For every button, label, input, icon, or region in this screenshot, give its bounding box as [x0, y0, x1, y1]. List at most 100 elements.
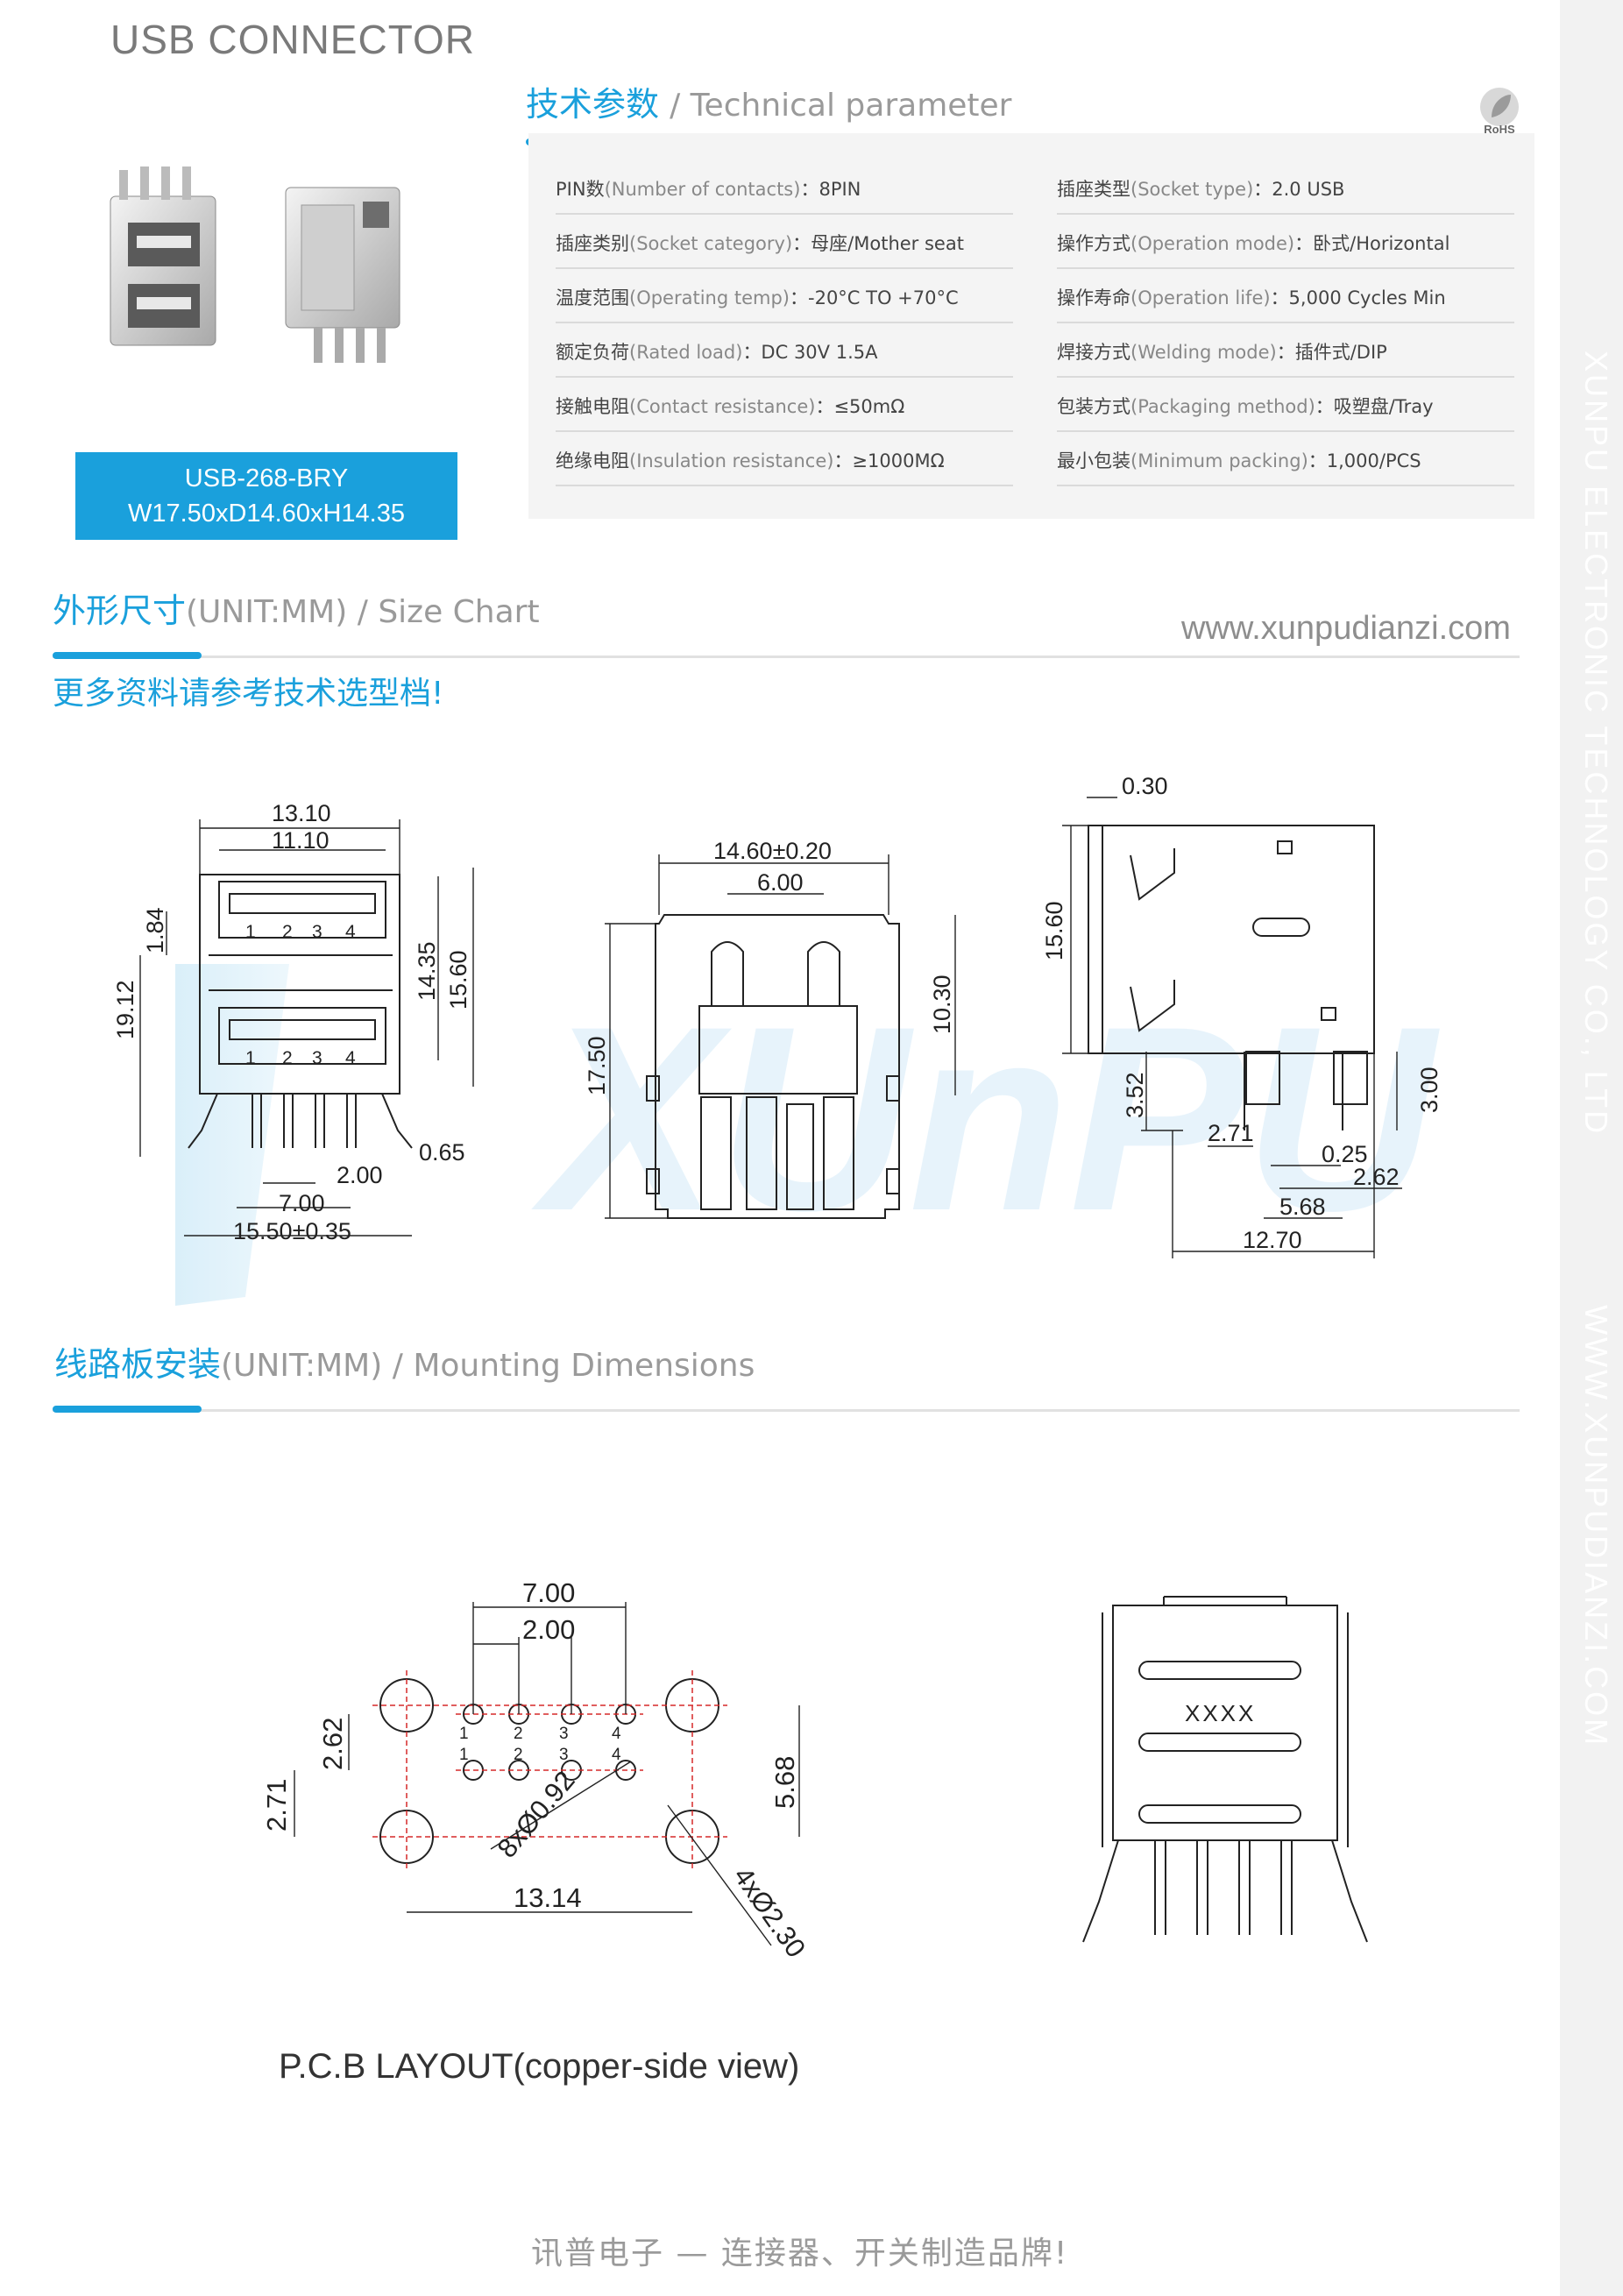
param-value: ：≤50mΩ [815, 396, 905, 417]
pcb-centerlines [372, 1670, 727, 1872]
param-label-cn: 插座类型 [1057, 179, 1130, 200]
pcb-dim-pin-holes: 8xØ0.92 [492, 1765, 581, 1863]
side-company-name: XUNPU ELECTRONIC TECHNOLOGY CO., LTD [1578, 351, 1614, 1137]
param-value: ：-20°C TO +70°C [790, 287, 959, 308]
svg-text:XUnPU: XUnPU [531, 971, 1442, 1265]
pcb-dim-13-14: 13.14 [514, 1882, 582, 1913]
side-banner-text: XUNPU ELECTRONIC TECHNOLOGY CO., LTD WWW… [1577, 351, 1614, 1858]
side-dimension-lines [605, 854, 956, 1219]
dim-0-65: 0.65 [419, 1139, 465, 1166]
svg-text:1: 1 [245, 1048, 256, 1068]
param-row: 焊接方式(Welding mode)：插件式/DIP [1057, 338, 1514, 378]
tech-param-title-cn: 技术参数 [526, 85, 660, 124]
param-row: 额定负荷(Rated load)：DC 30V 1.5A [556, 338, 1013, 378]
svg-text:4: 4 [612, 1725, 621, 1743]
param-value: ：2.0 USB [1253, 179, 1345, 200]
right-dimension-labels: 0.30 15.60 3.52 2.71 0.25 2.62 5.68 12.7… [1041, 773, 1442, 1253]
website-url[interactable]: www.xunpudianzi.com [1181, 610, 1511, 647]
dim-15-60-side: 15.60 [1041, 901, 1067, 960]
pcb-dimension-lines [294, 1602, 800, 1946]
param-label-cn: PIN数 [556, 179, 605, 200]
size-chart-unit: (UNIT:MM) [186, 594, 348, 630]
param-label-en: (Contact resistance) [629, 396, 816, 417]
param-label-en: (Operation life) [1130, 287, 1271, 308]
size-chart-title-cn: 外形尺寸 [53, 592, 187, 630]
dim-3-00: 3.00 [1416, 1067, 1442, 1113]
param-label-cn: 接触电阻 [556, 396, 629, 417]
param-row: 包装方式(Packaging method)：吸塑盘/Tray [1057, 393, 1514, 432]
svg-text:RoHS: RoHS [1484, 123, 1515, 136]
param-label-en: (Operating temp) [629, 287, 790, 308]
size-chart-accent [53, 652, 202, 659]
svg-text:3: 3 [312, 1048, 322, 1068]
param-label-en: (Insulation resistance) [629, 450, 834, 471]
param-label-en: (Welding mode) [1130, 342, 1277, 363]
param-label-en: (Number of contacts) [604, 179, 801, 200]
connector-photo-front [110, 167, 216, 346]
param-label-cn: 操作寿命 [1057, 287, 1130, 308]
mounting-title-cn: 线路板安装 [54, 1345, 222, 1384]
param-row: 插座类型(Socket type)：2.0 USB [1057, 175, 1514, 215]
param-value: ：≥1000MΩ [833, 450, 945, 471]
svg-text:3: 3 [559, 1725, 569, 1743]
pcb-dim-5-68: 5.68 [769, 1756, 800, 1809]
param-label-en: (Packaging method) [1130, 396, 1315, 417]
param-row: 插座类别(Socket category)：母座/Mother seat [556, 230, 1013, 269]
param-label-cn: 包装方式 [1057, 396, 1130, 417]
marking-view-drawing [1082, 1596, 1368, 1943]
pcb-dim-2-71: 2.71 [261, 1779, 292, 1832]
dim-14-60: 14.60±0.20 [713, 838, 832, 864]
svg-text:2: 2 [282, 1048, 293, 1068]
dim-0-30: 0.30 [1122, 773, 1168, 799]
rohs-logo-icon: RoHS [1480, 88, 1519, 136]
param-label-en: (Minimum packing) [1130, 450, 1308, 471]
param-label-cn: 额定负荷 [556, 342, 629, 363]
param-row: PIN数(Number of contacts)：8PIN [556, 175, 1013, 215]
param-row: 操作方式(Operation mode)：卧式/Horizontal [1057, 230, 1514, 269]
mounting-title-en: / Mounting Dimensions [382, 1348, 755, 1384]
dim-17-50: 17.50 [584, 1036, 610, 1095]
model-name: USB-268-BRY [184, 464, 349, 493]
param-value: ：吸塑盘/Tray [1315, 396, 1434, 417]
svg-text:3: 3 [559, 1746, 569, 1764]
svg-text:1: 1 [459, 1746, 469, 1764]
dim-3-52: 3.52 [1122, 1072, 1148, 1118]
size-chart-title-en: / Size Chart [347, 594, 540, 630]
product-marking: XXXX [1185, 1700, 1256, 1726]
mounting-accent [53, 1406, 202, 1413]
dim-2-00: 2.00 [337, 1162, 383, 1188]
model-badge: USB-268-BRY W17.50xD14.60xH14.35 [75, 452, 457, 540]
dim-19-12: 19.12 [112, 980, 138, 1039]
document-title: USB CONNECTOR [110, 17, 475, 62]
size-chart-title: 外形尺寸(UNIT:MM) / Size Chart [53, 584, 540, 632]
xunpu-watermark: XUnPU [175, 964, 1442, 1306]
param-label-en: (Rated load) [629, 342, 743, 363]
right-view-drawing [1088, 825, 1375, 1130]
dim-11-10: 11.10 [272, 827, 330, 854]
side-view-drawing [646, 914, 900, 1219]
svg-text:2: 2 [282, 922, 293, 942]
tech-param-title: 技术参数 / Technical parameter [526, 77, 1011, 125]
param-value: ：DC 30V 1.5A [742, 342, 878, 363]
side-website: WWW.XUNPUDIANZI.COM [1578, 1305, 1614, 1748]
product-photo [110, 167, 400, 363]
side-banner [1560, 0, 1623, 2296]
svg-text:4: 4 [345, 922, 356, 942]
svg-text:4: 4 [612, 1746, 621, 1764]
param-label-cn: 最小包装 [1057, 450, 1130, 471]
drawings-canvas: XUnPU [112, 773, 1442, 1963]
svg-text:1: 1 [459, 1725, 469, 1743]
param-value: ：5,000 Cycles Min [1270, 287, 1446, 308]
model-dimensions: W17.50xD14.60xH14.35 [128, 500, 405, 528]
dim-15-60: 15.60 [445, 950, 471, 1010]
param-label-cn: 温度范围 [556, 287, 629, 308]
dim-2-62: 2.62 [1353, 1164, 1400, 1190]
reference-note: 更多资料请参考技术选型档! [53, 676, 444, 712]
side-dimension-labels: 14.60±0.20 6.00 10.30 17.50 [584, 838, 955, 1095]
param-value: ：1,000/PCS [1308, 450, 1421, 471]
dim-10-30: 10.30 [929, 974, 955, 1034]
svg-text:1: 1 [245, 922, 256, 942]
param-label-cn: 焊接方式 [1057, 342, 1130, 363]
param-row: 最小包装(Minimum packing)：1,000/PCS [1057, 447, 1514, 486]
svg-text:2: 2 [514, 1725, 523, 1743]
